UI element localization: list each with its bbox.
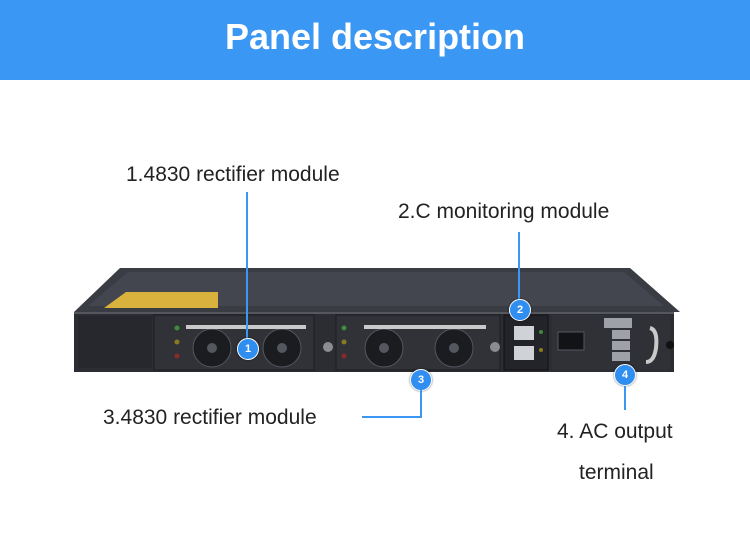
rectifier-module-1: [153, 314, 315, 371]
screw: [323, 342, 333, 352]
callout-label-2: 2.C monitoring module: [398, 200, 610, 223]
callout-line-3-vertical: [420, 390, 422, 418]
callout-label-4-line1: 4. AC output: [557, 420, 673, 443]
monitoring-module: [503, 314, 549, 371]
callout-marker-4: 4: [614, 364, 636, 386]
rectifier-module-2: [335, 314, 501, 371]
callout-line-3-horizontal: [362, 416, 422, 418]
ac-output-area: [552, 315, 674, 370]
page-title: Panel description: [224, 16, 526, 57]
callout-line-4: [624, 386, 626, 410]
header-banner: Panel description: [0, 0, 750, 80]
chassis-top-inner: [88, 272, 664, 306]
callout-line-2: [518, 232, 520, 300]
callout-marker-1: 1: [237, 338, 259, 360]
callout-line-1: [246, 192, 248, 342]
callout-marker-3: 3: [410, 369, 432, 391]
warning-sticker: [104, 292, 218, 308]
blank-panel: [78, 316, 152, 368]
callout-label-3: 3.4830 rectifier module: [103, 406, 317, 429]
callout-label-1: 1.4830 rectifier module: [126, 163, 340, 186]
callout-marker-2: 2: [509, 299, 531, 321]
callout-label-4-line2: terminal: [579, 461, 654, 484]
